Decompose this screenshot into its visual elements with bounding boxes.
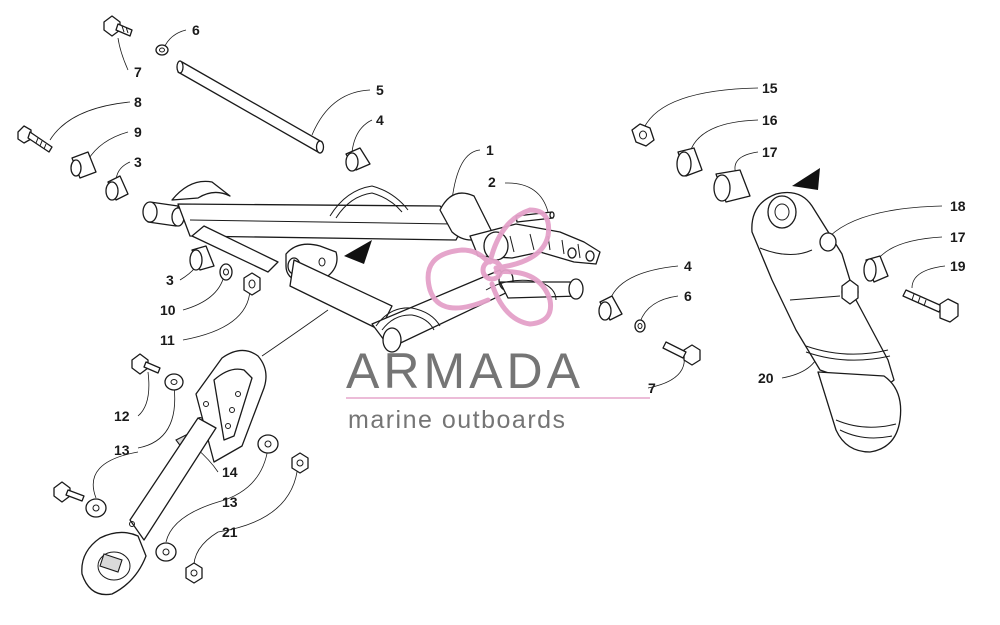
callout-2: 2	[488, 174, 496, 190]
swing-arm-frame	[142, 180, 601, 353]
callout-8: 8	[134, 94, 142, 110]
bushing-upper	[345, 147, 371, 172]
shaft	[177, 61, 323, 153]
shock-absorber	[631, 123, 902, 453]
callout-21: 20	[758, 370, 774, 386]
leader-lines	[49, 29, 946, 571]
callout-16: 15	[762, 80, 778, 96]
arrow-marker-left	[344, 240, 372, 264]
callout-17-top: 16	[762, 112, 778, 128]
callout-13-right: 13	[222, 494, 238, 510]
callout-14: 14	[222, 464, 238, 480]
callout-10: 10	[160, 302, 176, 318]
callout-13-left: 13	[114, 442, 130, 458]
callout-6-top: 6	[192, 22, 200, 38]
callout-3-top: 3	[134, 154, 142, 170]
callout-9: 9	[134, 124, 142, 140]
bolt-top	[103, 15, 133, 37]
callout-7-right: 7	[648, 380, 656, 396]
callout-4-right: 4	[684, 258, 692, 274]
callout-labels: 6 7 5 4 8 9 3 1 2 3 10 11 4 6 7 15 16 17…	[114, 22, 966, 540]
washer-left	[219, 263, 233, 281]
washer-top	[155, 44, 169, 56]
arrow-marker-right	[792, 168, 820, 190]
watermark-tagline: marine outboards	[348, 406, 567, 434]
callout-4-top: 4	[376, 112, 384, 128]
callout-19: 18	[950, 198, 966, 214]
bushing-right	[598, 295, 623, 321]
watermark-logo	[425, 207, 554, 327]
callout-3-bottom: 3	[166, 272, 174, 288]
callout-15: 21	[222, 524, 238, 540]
callout-5: 5	[376, 82, 384, 98]
bolt-shock	[902, 289, 959, 323]
callout-18: 17	[762, 144, 778, 160]
watermark: ARMADA marine outboards	[346, 207, 650, 434]
callout-17-right: 17	[950, 229, 966, 245]
shaft-assembly	[17, 15, 371, 201]
callout-11: 11	[160, 332, 175, 348]
bushing-left-lower	[189, 245, 215, 271]
bolt-right	[662, 341, 701, 366]
callout-6-right: 6	[684, 288, 692, 304]
nut-left	[243, 272, 261, 296]
callout-7-top: 7	[134, 64, 142, 80]
washer-right	[634, 319, 646, 333]
callout-20: 19	[950, 258, 966, 274]
bolt-left	[17, 125, 53, 153]
strap-assembly	[53, 349, 309, 596]
callout-12: 12	[114, 408, 130, 424]
watermark-brand: ARMADA	[346, 343, 584, 399]
callout-1: 1	[486, 142, 494, 158]
